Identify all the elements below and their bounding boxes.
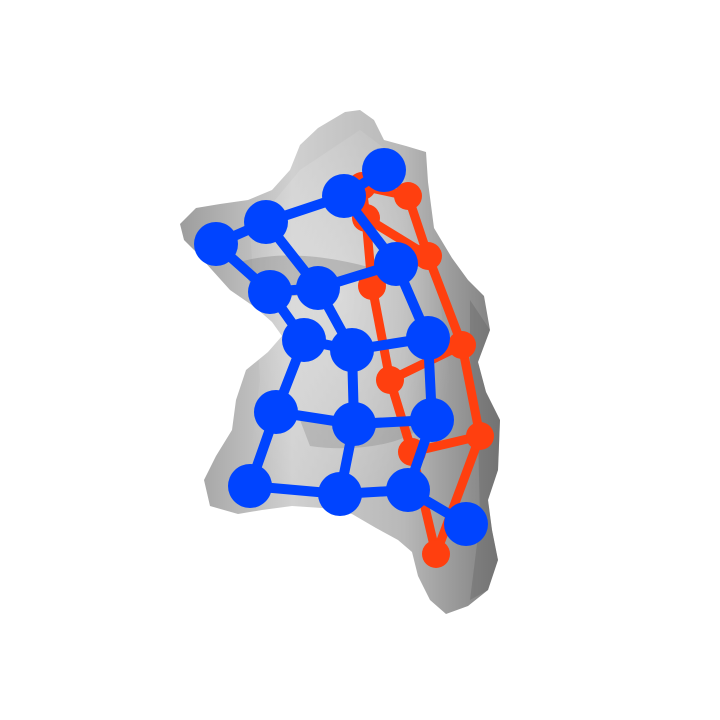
- blue-atom: [248, 270, 292, 314]
- orange-atom: [358, 272, 386, 300]
- blue-atom: [282, 318, 326, 362]
- blue-atom: [194, 222, 238, 266]
- blue-atom: [244, 200, 288, 244]
- orange-atom: [414, 242, 442, 270]
- orange-bond: [431, 431, 485, 559]
- orange-atom: [466, 422, 494, 450]
- surface-shadow-right: [470, 300, 500, 600]
- blue-atom: [386, 468, 430, 512]
- orange-bond: [367, 281, 395, 385]
- blue-atom: [362, 148, 406, 192]
- orange-atom: [394, 182, 422, 210]
- blue-atom: [406, 316, 450, 360]
- blue-atom-group: [194, 148, 488, 546]
- blue-atom: [444, 502, 488, 546]
- blue-atom: [318, 472, 362, 516]
- orange-atom: [376, 366, 404, 394]
- blue-atom: [332, 402, 376, 446]
- blue-atom: [296, 266, 340, 310]
- blue-atom: [322, 174, 366, 218]
- blue-atom: [228, 464, 272, 508]
- blue-atom: [330, 328, 374, 372]
- blue-atom: [254, 390, 298, 434]
- orange-atom: [448, 331, 476, 359]
- blue-atom: [410, 398, 454, 442]
- orange-bond: [457, 340, 485, 441]
- orange-bond: [423, 251, 467, 350]
- blue-atom: [374, 242, 418, 286]
- orange-atom: [422, 540, 450, 568]
